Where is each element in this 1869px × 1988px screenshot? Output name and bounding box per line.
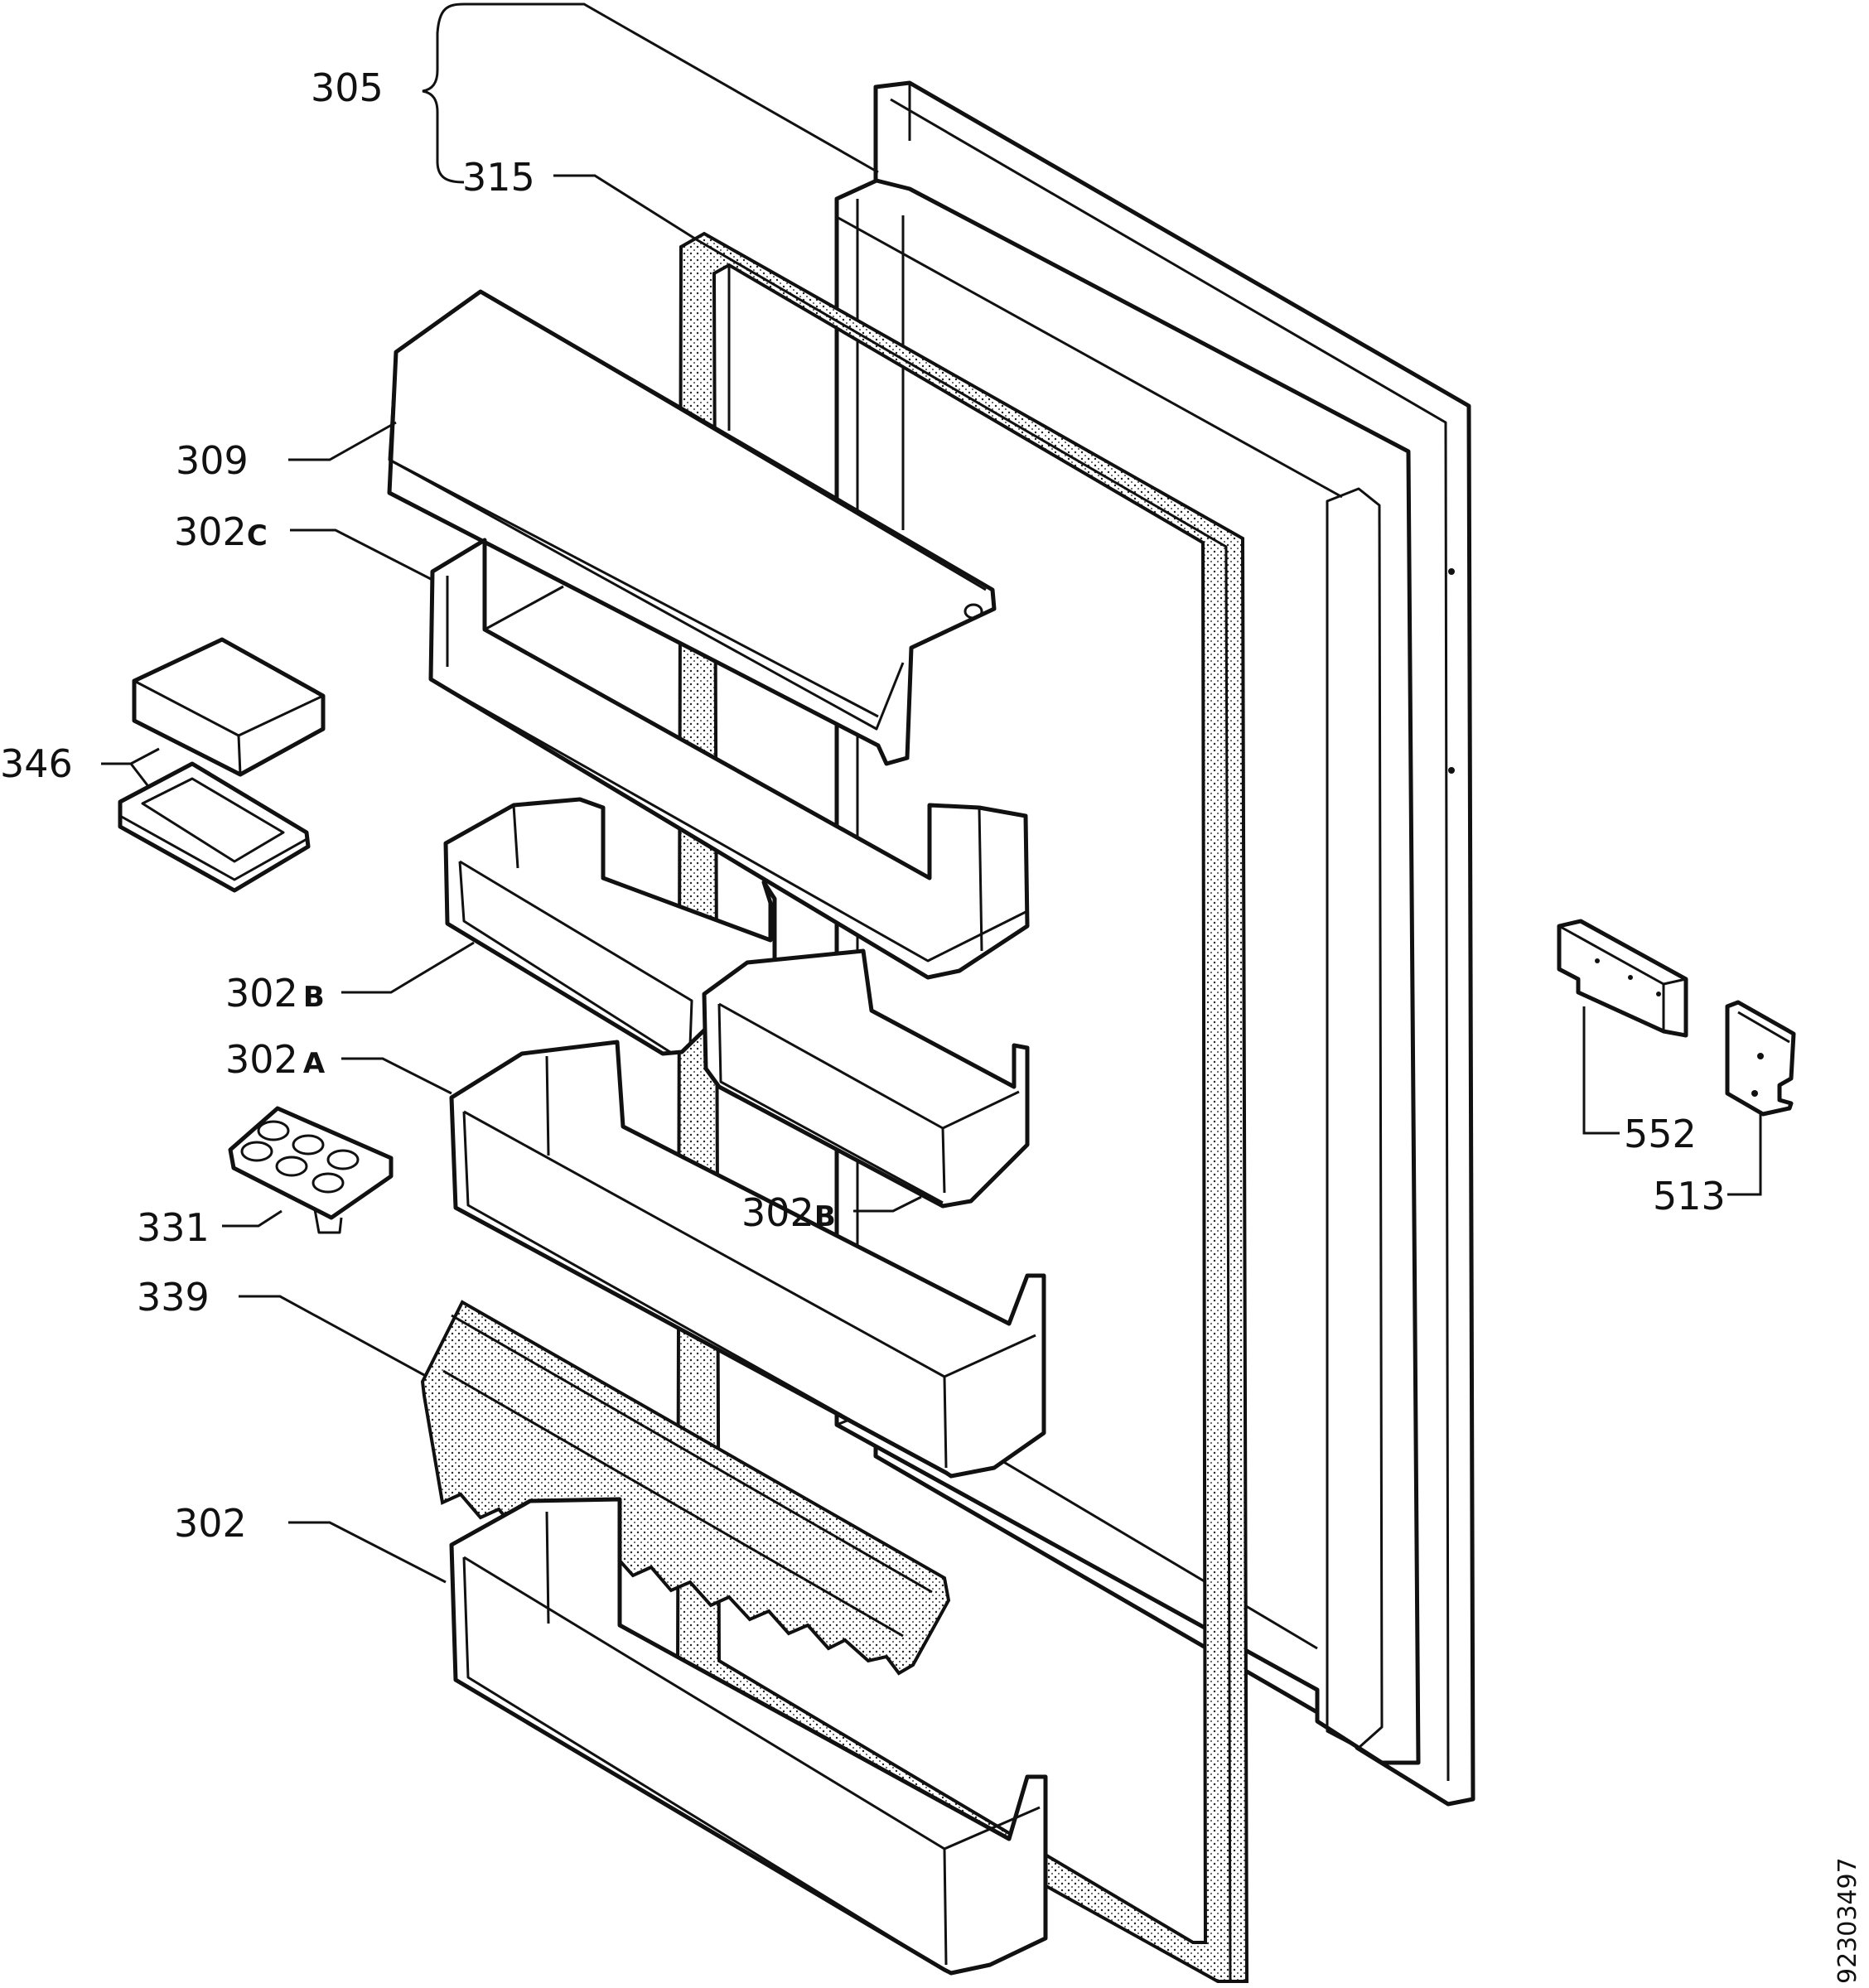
label-339: 339 [137,1275,210,1320]
label-309: 309 [176,438,249,483]
butter-compartment-346 [118,637,326,893]
label-305: 305 [311,65,384,110]
hinge-bracket-513 [1725,1000,1796,1117]
door-shelf-302c [428,538,1030,980]
label-302a-number: 302 [225,1037,298,1082]
label-315: 315 [462,155,535,200]
label-513: 513 [1653,1174,1726,1218]
label-346: 346 [0,741,73,786]
label-302b-left-number: 302 [225,971,298,1016]
bottle-retainer-339 [420,1300,951,1676]
label-302b-right-suffix: B [814,1200,836,1233]
label-302c: 302C [174,509,268,554]
door-shelf-302b-right [702,948,1030,1209]
label-331: 331 [137,1205,210,1250]
label-302c-number: 302 [174,509,247,554]
hinge-plate-552 [1557,919,1688,1038]
document-id: 92303497 [1833,1857,1862,1984]
door-shelf-302b-left [443,797,777,1056]
leader-lines [101,2,1762,1584]
door-shelf-302a [449,1040,1046,1479]
label-302b-right-number: 302 [741,1190,814,1235]
label-552: 552 [1624,1112,1697,1156]
label-302: 302 [174,1501,247,1546]
label-302a-suffix: A [303,1047,326,1080]
dairy-compartment-cover [387,289,997,766]
egg-rack-331 [228,1106,394,1234]
label-302b-left-suffix: B [303,981,325,1014]
label-302b-right: 302B [741,1190,836,1235]
door-shelf-302 [449,1497,1048,1976]
label-302c-suffix: C [247,519,268,552]
